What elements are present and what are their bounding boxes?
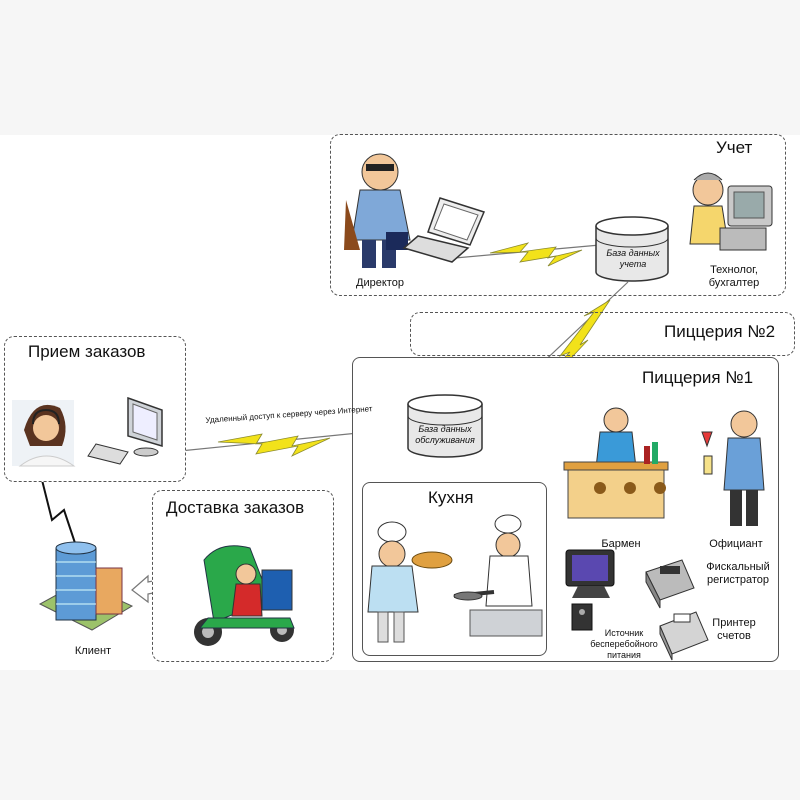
link-operator-client (39, 471, 79, 553)
db-accounting-icon (595, 216, 669, 282)
client-label: Клиент (74, 645, 112, 657)
ups-label: Источник бесперебойного питания (590, 628, 658, 660)
bar-counter (563, 407, 669, 519)
receipt-printer-icon (659, 611, 709, 661)
lightning-orders-db (217, 433, 331, 457)
group-accounting-title: Учет (712, 138, 757, 158)
lightning-director-db (489, 242, 583, 267)
chef-figure-2 (453, 514, 543, 637)
group-delivery-title: Доставка заказов (162, 498, 309, 518)
pos-terminal-icon (565, 549, 615, 598)
group-pizzeria2 (410, 312, 795, 356)
db-accounting-label: База данных учета (606, 248, 660, 269)
chef-figure-1 (367, 521, 453, 643)
db-service-icon (407, 394, 483, 458)
group-pizzeria2-title: Пиццерия №2 (660, 322, 780, 342)
waiter-label: Официант (709, 538, 763, 550)
delivery-scooter-icon (194, 545, 295, 646)
group-kitchen-title: Кухня (424, 488, 478, 508)
group-orders-title: Прием заказов (24, 342, 150, 362)
director-figure (344, 153, 411, 268)
bartender-label: Бармен (601, 538, 641, 550)
fiscal-registrar-icon (645, 559, 695, 609)
client-building-icon (38, 541, 134, 631)
computer-icon (87, 396, 163, 465)
group-pizzeria1-title: Пиццерия №1 (638, 368, 758, 388)
group-accounting (330, 134, 786, 296)
operator-figure (12, 400, 76, 467)
printer-label: Принтер счетов (712, 617, 756, 643)
ups-icon (571, 603, 593, 631)
laptop-icon (402, 197, 486, 263)
technologist-label: Технолог, бухгалтер (708, 264, 760, 290)
db-service-label: База данных обслуживания (415, 424, 475, 445)
waiter-figure (701, 410, 765, 526)
director-label: Директор (356, 277, 404, 289)
technologist-figure (689, 172, 773, 251)
fiscal-label: Фискальный регистратор (706, 561, 770, 587)
